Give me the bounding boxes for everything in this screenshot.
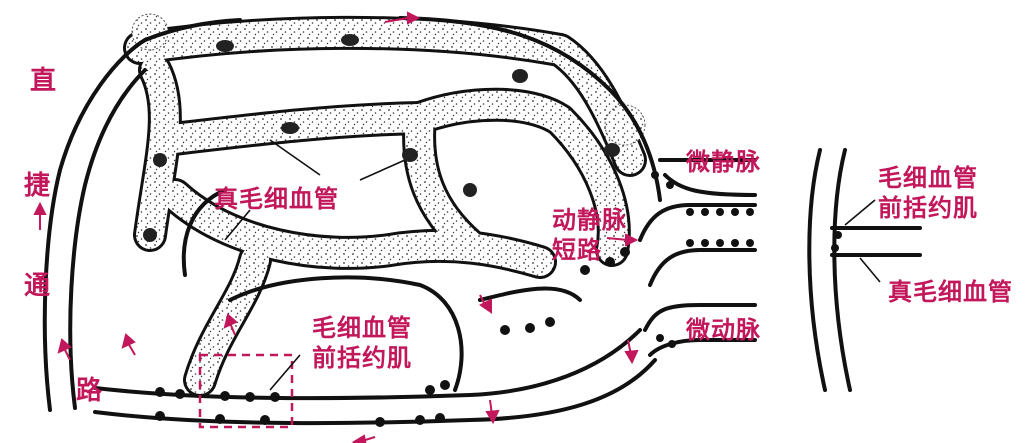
- arrow-icon: [35, 204, 45, 230]
- nucleus-icon: [143, 228, 157, 242]
- flow-arrows: [35, 13, 637, 443]
- label-thoroughfare-char: 通: [24, 265, 50, 302]
- arrow-icon: [59, 340, 70, 360]
- label-inset-true-capillary: 真毛细血管: [888, 277, 1013, 307]
- label-line: 短路: [552, 235, 627, 265]
- nucleus-icon: [153, 153, 167, 167]
- label-venule: 微静脉: [686, 147, 761, 177]
- nucleus-icon: [216, 40, 234, 52]
- nucleus-icon: [341, 34, 359, 46]
- label-av-shunt: 动静脉 短路: [552, 205, 627, 265]
- label-true-capillary: 真毛细血管: [214, 184, 339, 214]
- label-precapillary-sphincter: 毛细血管 前括约肌: [312, 313, 412, 373]
- label-inset-precapillary-sphincter: 毛细血管 前括约肌: [878, 163, 978, 223]
- label-arteriole: 微动脉: [686, 315, 761, 345]
- arrow-icon: [354, 436, 375, 443]
- inset-leader-lines: [845, 200, 880, 282]
- label-thoroughfare-char: 路: [76, 370, 102, 407]
- nucleus-icon: [512, 69, 528, 83]
- label-line: 毛细血管: [878, 163, 978, 193]
- label-thoroughfare-char: 捷: [24, 165, 50, 202]
- nucleus-icon: [281, 122, 299, 134]
- nucleus-icon: [604, 143, 620, 157]
- arrow-icon: [123, 335, 135, 355]
- nucleus-icon: [463, 183, 477, 197]
- label-line: 毛细血管: [312, 313, 412, 343]
- label-line: 动静脉: [552, 205, 627, 235]
- label-line: 前括约肌: [312, 343, 412, 373]
- arrow-icon: [626, 340, 637, 362]
- label-thoroughfare-char: 直: [30, 60, 56, 97]
- label-line: 前括约肌: [878, 193, 978, 223]
